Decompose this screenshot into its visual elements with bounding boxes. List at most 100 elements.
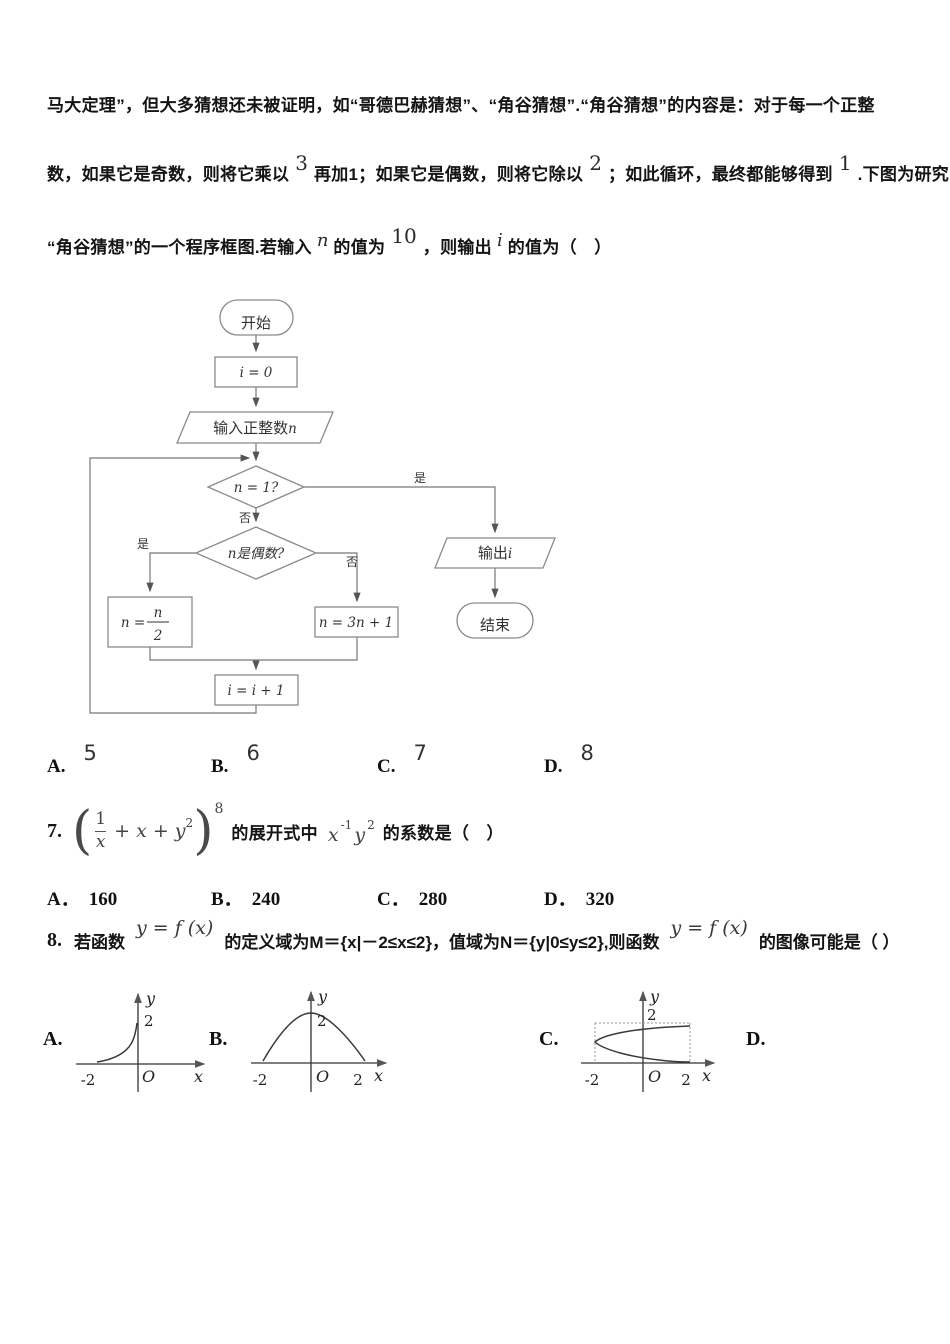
raised-number-1: 1 bbox=[838, 151, 852, 175]
option-value: 7 bbox=[413, 741, 427, 765]
option-label: C. bbox=[377, 756, 396, 777]
x-axis-label: x bbox=[702, 1066, 711, 1085]
term-y: y bbox=[354, 824, 366, 846]
raised-number-10: 10 bbox=[391, 224, 417, 248]
outer-exponent: 8 bbox=[214, 801, 224, 817]
origin-label: O bbox=[648, 1067, 661, 1086]
question-number: 7. bbox=[47, 819, 62, 842]
flowchart-decision-n-even: n是偶数? bbox=[194, 526, 318, 580]
graph-c-curve bbox=[593, 1025, 691, 1063]
flowchart-node-increment: i = i + 1 bbox=[214, 674, 299, 706]
intro-line-1: 马大定理”，但大多猜想还未被证明，如“哥德巴赫猜想”、“角谷猜想”.“角谷猜想”… bbox=[47, 94, 875, 118]
graph-a-label: A. bbox=[43, 1028, 63, 1050]
x-tick-2: 2 bbox=[681, 1071, 691, 1089]
y-exponent: 2 bbox=[185, 816, 194, 830]
output-var: i bbox=[508, 546, 512, 562]
intro-line-2-t3: ；如此循环，最终都能够得到 bbox=[607, 165, 833, 184]
intro-line-2-t4: .下图为研究 bbox=[857, 165, 950, 184]
q7-option-b: B． 240 bbox=[211, 884, 280, 911]
half-lhs: n = bbox=[121, 615, 145, 631]
graph-d-label: D. bbox=[746, 1028, 766, 1050]
y-tick-2: 2 bbox=[317, 1012, 327, 1030]
q6-option-a: A.5 bbox=[47, 741, 97, 778]
math-var-n: n bbox=[316, 230, 329, 251]
flowchart-connectors bbox=[89, 335, 499, 714]
graph-b-label: B. bbox=[209, 1028, 228, 1050]
graph-c: y 2 -2 O 2 x bbox=[581, 987, 716, 1092]
output-label: 输出 bbox=[478, 545, 508, 562]
flowchart-node-output: 输出i bbox=[434, 537, 556, 569]
x-axis-label: x bbox=[194, 1067, 203, 1086]
svg-text:输出i: 输出i bbox=[478, 545, 512, 562]
input-var: n bbox=[288, 421, 297, 437]
dotted-bounds bbox=[594, 1022, 691, 1063]
fraction-numerator: 1 bbox=[95, 808, 107, 829]
fraction-bar bbox=[95, 830, 107, 832]
intro-line-3-t3: ，则输出 bbox=[422, 238, 492, 257]
flowchart-decision-n-equals-1: n = 1? bbox=[206, 465, 306, 509]
y-tick-2: 2 bbox=[144, 1012, 154, 1030]
q6-option-b: B. 6 bbox=[211, 741, 260, 778]
q7-text-mid: 的展开式中 bbox=[231, 823, 318, 843]
option-value: 5 bbox=[83, 741, 97, 765]
q7-option-c: C．280 bbox=[377, 884, 447, 911]
y-axis-label: y bbox=[317, 987, 328, 1006]
q8-text-mid: 的定义域为M＝{x|－2≤x≤2}，值域为N＝{y|0≤y≤2},则函数 bbox=[224, 933, 660, 952]
option-value: 320 bbox=[585, 889, 615, 910]
option-label: C． bbox=[377, 889, 410, 910]
option-value: 6 bbox=[246, 741, 260, 765]
q7-option-d: D．320 bbox=[544, 884, 614, 911]
option-value: 8 bbox=[580, 741, 594, 765]
q7-option-a: A．160 bbox=[47, 884, 117, 911]
term-x-exp: -1 bbox=[340, 818, 353, 832]
increment-label: i = i + 1 bbox=[227, 683, 284, 699]
option-label: A． bbox=[47, 889, 80, 910]
close-paren: ) bbox=[193, 801, 214, 861]
cond1-label: n = 1? bbox=[234, 480, 279, 496]
flowchart-node-triple: n = 3n + 1 bbox=[314, 606, 399, 638]
x-tick-neg2: -2 bbox=[253, 1071, 268, 1089]
question-8: 8. 若函数 y = f (x) 的定义域为M＝{x|－2≤x≤2}，值域为N＝… bbox=[47, 917, 902, 953]
raised-number-2: 2 bbox=[589, 151, 602, 175]
graph-a: y 2 -2 O x bbox=[76, 989, 206, 1092]
option-label: B． bbox=[211, 889, 243, 910]
open-paren: ( bbox=[72, 801, 93, 861]
function-y-equals-fx: y = f (x) bbox=[670, 916, 748, 939]
intro-line-1-text: 马大定理”，但大多猜想还未被证明，如“哥德巴赫猜想”、“角谷猜想”.“角谷猜想”… bbox=[47, 96, 875, 115]
flowchart-node-input: 输入正整数n bbox=[176, 411, 334, 444]
q7-text-tail: 的系数是（ ） bbox=[382, 823, 504, 843]
flowchart-node-start: 开始 bbox=[219, 299, 294, 336]
y-axis-label: y bbox=[145, 989, 156, 1008]
graph-a-curve bbox=[96, 1022, 138, 1063]
intro-line-2-t1: 数，如果它是奇数，则将它乘以 bbox=[47, 165, 290, 184]
option-value: 240 bbox=[251, 889, 281, 910]
flowchart-node-half: n = n 2 bbox=[107, 596, 193, 648]
yes-label-2: 是 bbox=[137, 537, 149, 551]
svg-text:输入正整数n: 输入正整数n bbox=[213, 420, 297, 437]
half-denominator: 2 bbox=[153, 628, 163, 644]
x-tick-neg2: -2 bbox=[585, 1071, 600, 1089]
flowchart-node-init: i = 0 bbox=[214, 356, 298, 388]
graph-c-label: C. bbox=[539, 1028, 559, 1050]
input-label: 输入正整数 bbox=[213, 420, 288, 437]
term-y-exp: 2 bbox=[367, 818, 375, 832]
question-number: 8. bbox=[47, 929, 62, 951]
x-axis-label: x bbox=[374, 1066, 383, 1085]
y-axis-label: y bbox=[649, 987, 660, 1006]
math-var-i: i bbox=[496, 230, 503, 251]
collatz-flowchart: 开始 i = 0 输入正整数n n = 1? 是 否 n是偶数? 是 否 n = bbox=[89, 299, 556, 714]
flowchart-node-end: 结束 bbox=[456, 602, 534, 639]
intro-line-3-t2: 的值为 bbox=[333, 238, 386, 257]
intro-line-3-t1: “角谷猜想”的一个程序框图.若输入 bbox=[47, 238, 312, 257]
graph-b-curve bbox=[262, 1012, 366, 1062]
function-y-equals-fx: y = f (x) bbox=[136, 916, 214, 939]
fraction-denominator: x bbox=[95, 831, 106, 852]
option-label: B. bbox=[211, 756, 229, 777]
raised-number-3: 3 bbox=[295, 151, 308, 175]
cond2-label: n是偶数? bbox=[228, 546, 285, 562]
no-label-2: 否 bbox=[346, 555, 358, 569]
